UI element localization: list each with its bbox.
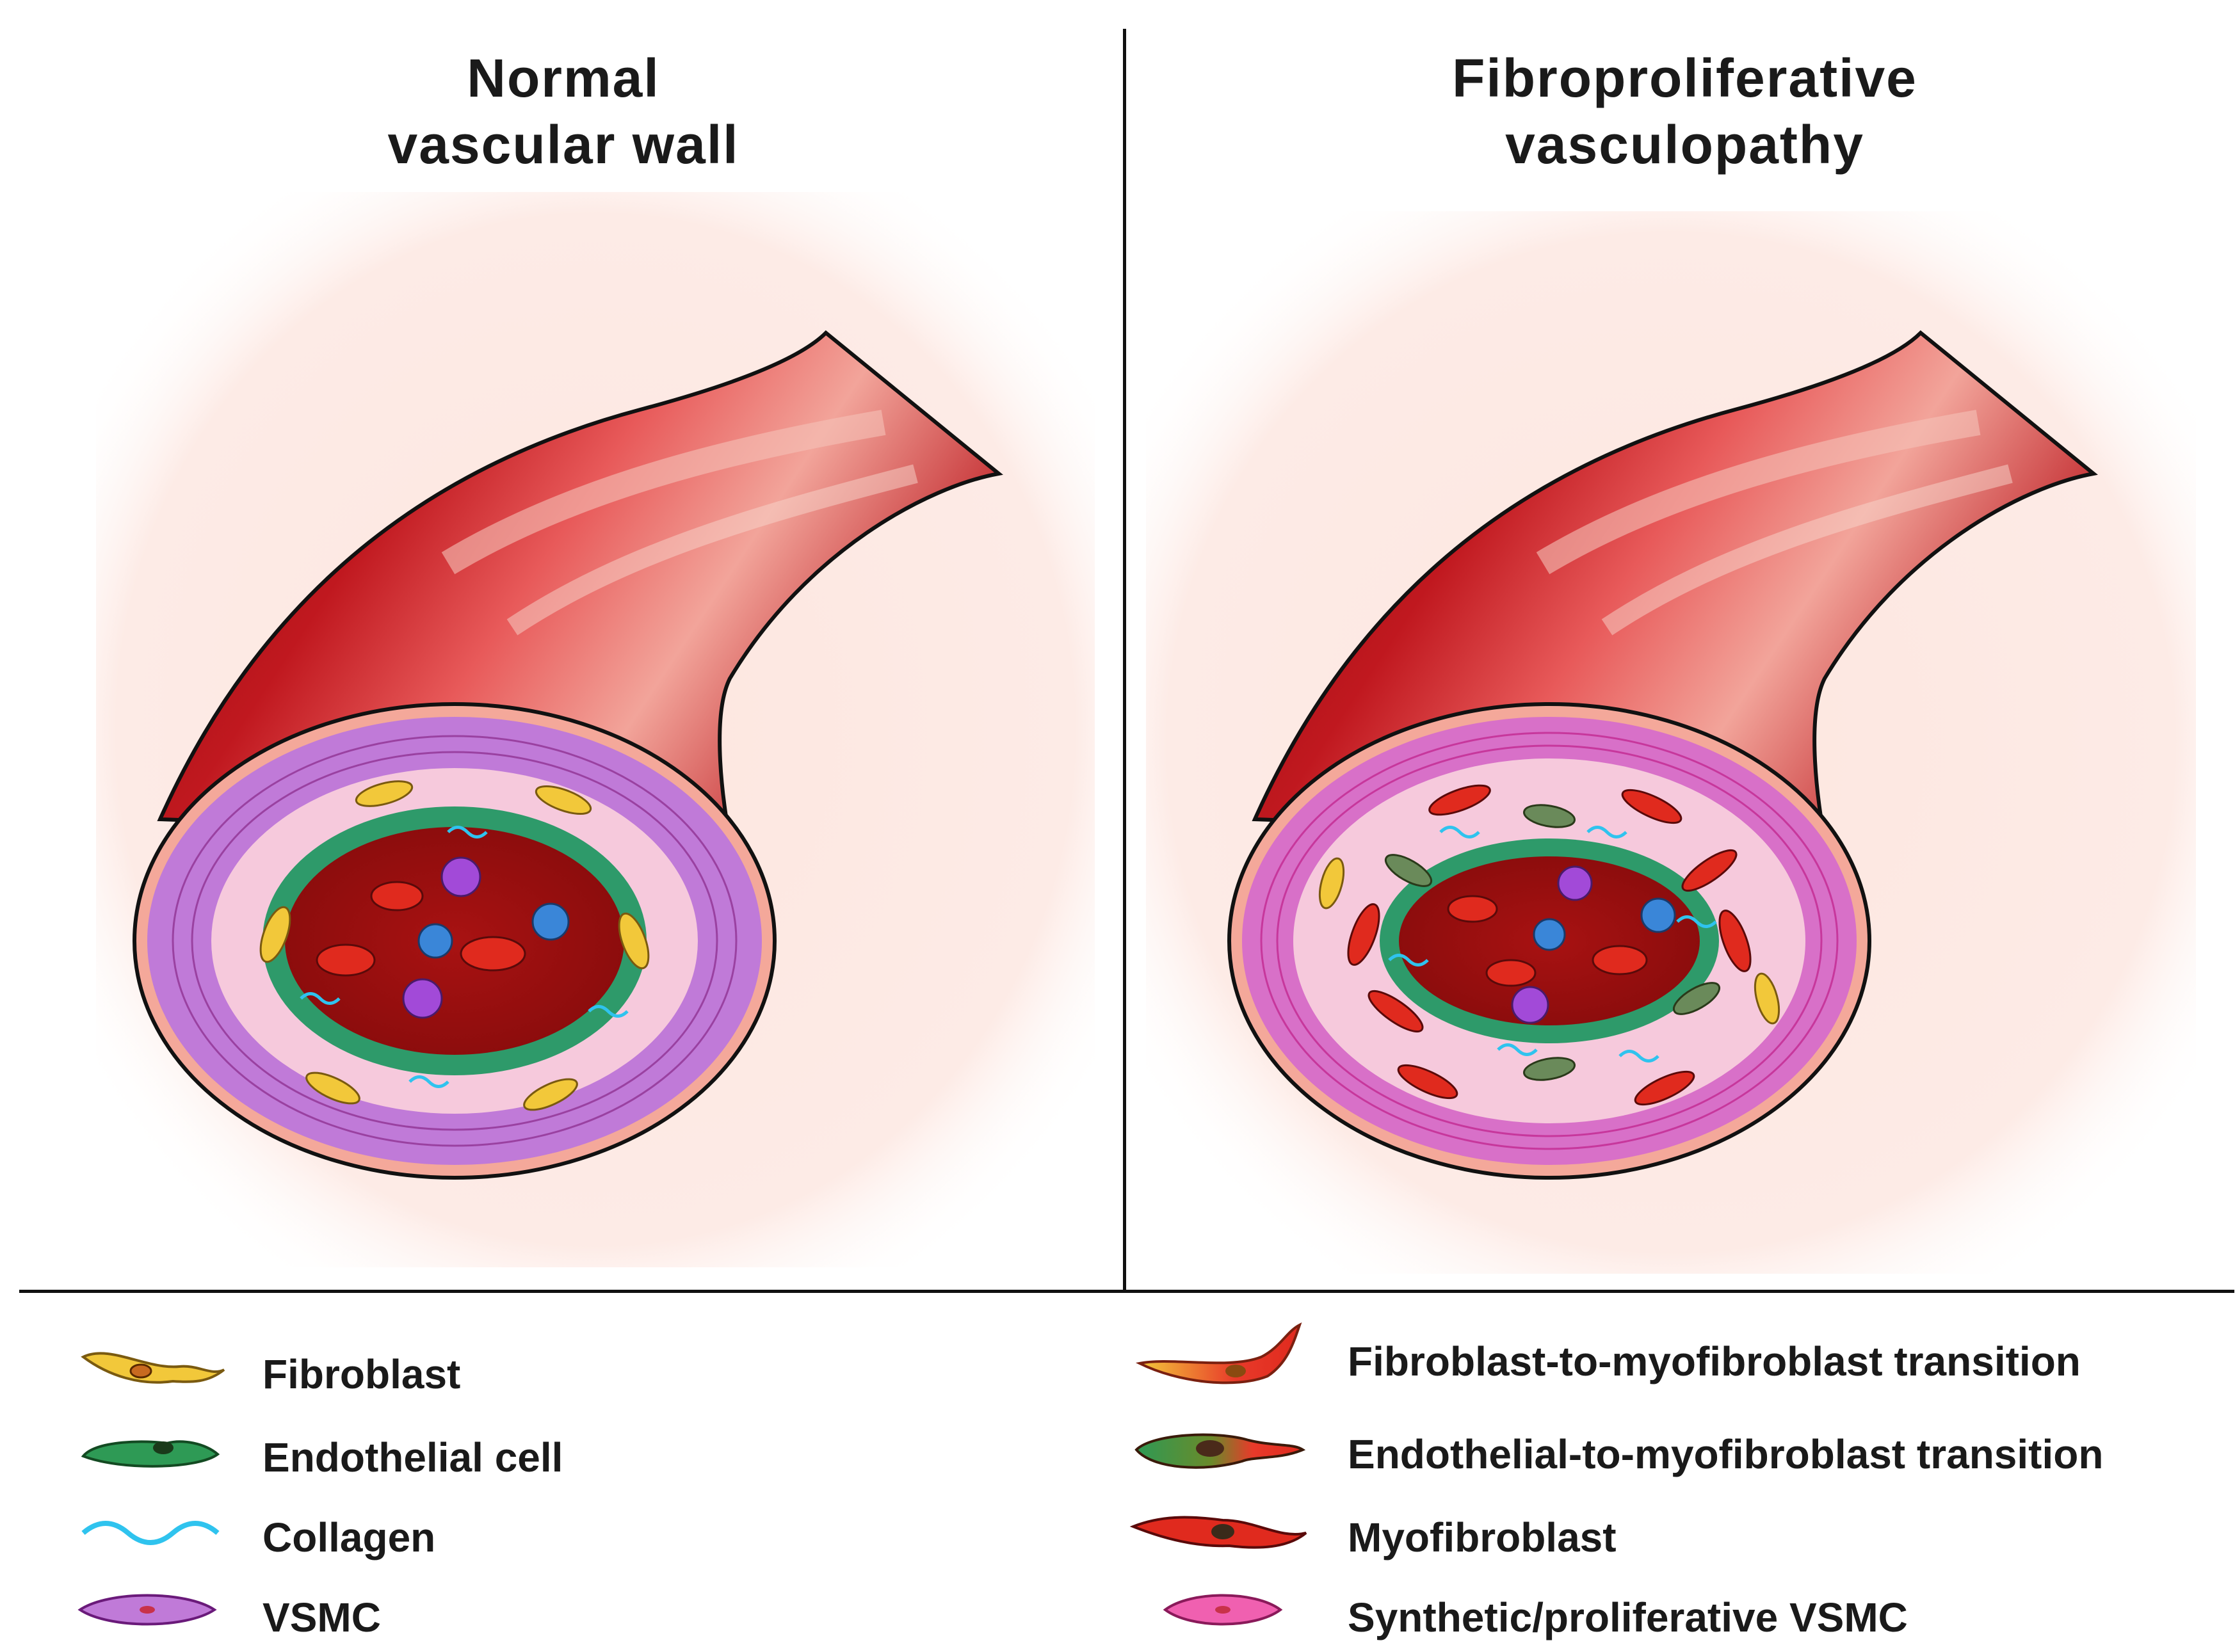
vessel-highlight (506, 464, 918, 636)
collagen-fibers (1388, 826, 1717, 1063)
fibroblast-to-myofibroblast-icon (1135, 1322, 1302, 1384)
synthetic-vsmc-icon (1163, 1594, 1283, 1626)
vsmc-icon (77, 1594, 217, 1626)
vessel-highlight (1536, 410, 1981, 575)
vsmc-texture (172, 735, 738, 1147)
collagen-icon (81, 1521, 220, 1545)
endothelial-cell-icon (81, 1440, 220, 1468)
legend-label: Endothelial-to-myofibroblast transition (1348, 1431, 2104, 1477)
title-line-1: Fibroproliferative (1452, 48, 1917, 108)
myofibroblast-icon (1129, 1516, 1307, 1549)
legend-label: Fibroblast-to-myofibroblast transition (1348, 1338, 2081, 1384)
legend-label: VSMC (262, 1594, 381, 1640)
fibroblasts (259, 780, 650, 1111)
legend-label: Synthetic/proliferative VSMC (1348, 1594, 1908, 1640)
vessel-highlight (1601, 464, 2013, 636)
fibroproliferative-vessel (1227, 330, 2098, 1180)
normal-vessel (133, 330, 1003, 1180)
vessel-illustrations (96, 192, 2196, 1274)
blood-cells (1447, 865, 1676, 1024)
vessel-highlight (441, 410, 886, 575)
legend-label: Fibroblast (262, 1351, 461, 1397)
panel-title-fibroproliferative: Fibroproliferative vasculopathy (1134, 45, 2235, 178)
endothelial-to-myofibroblast-cells (1384, 804, 1721, 1081)
legend-label: Endothelial cell (262, 1434, 563, 1480)
title-line-1: Normal (467, 48, 660, 108)
lumen (285, 827, 624, 1055)
collagen-fibers (300, 826, 629, 1088)
panel-title-normal: Normal vascular wall (0, 45, 1127, 178)
panel-normal-vascular-wall: Normal vascular wall (0, 0, 1127, 1280)
endothelial-to-myofibroblast-icon (1134, 1433, 1306, 1469)
panel-fibroproliferative-vasculopathy: Fibroproliferative vasculopathy (1134, 0, 2235, 1280)
myofibroblasts (1347, 784, 1752, 1106)
synthetic-vsmc-texture (1260, 732, 1839, 1150)
title-line-2: vascular wall (387, 115, 739, 175)
panel-divider (1123, 29, 1126, 1290)
title-line-2: vasculopathy (1505, 115, 1864, 175)
legend-label: Collagen (262, 1514, 436, 1560)
fibroblast-icon (81, 1352, 225, 1384)
legend-divider (19, 1290, 2234, 1293)
fibroblasts (1318, 857, 1780, 1025)
blood-cells (316, 856, 570, 1019)
legend-label: Myofibroblast (1348, 1514, 1617, 1560)
